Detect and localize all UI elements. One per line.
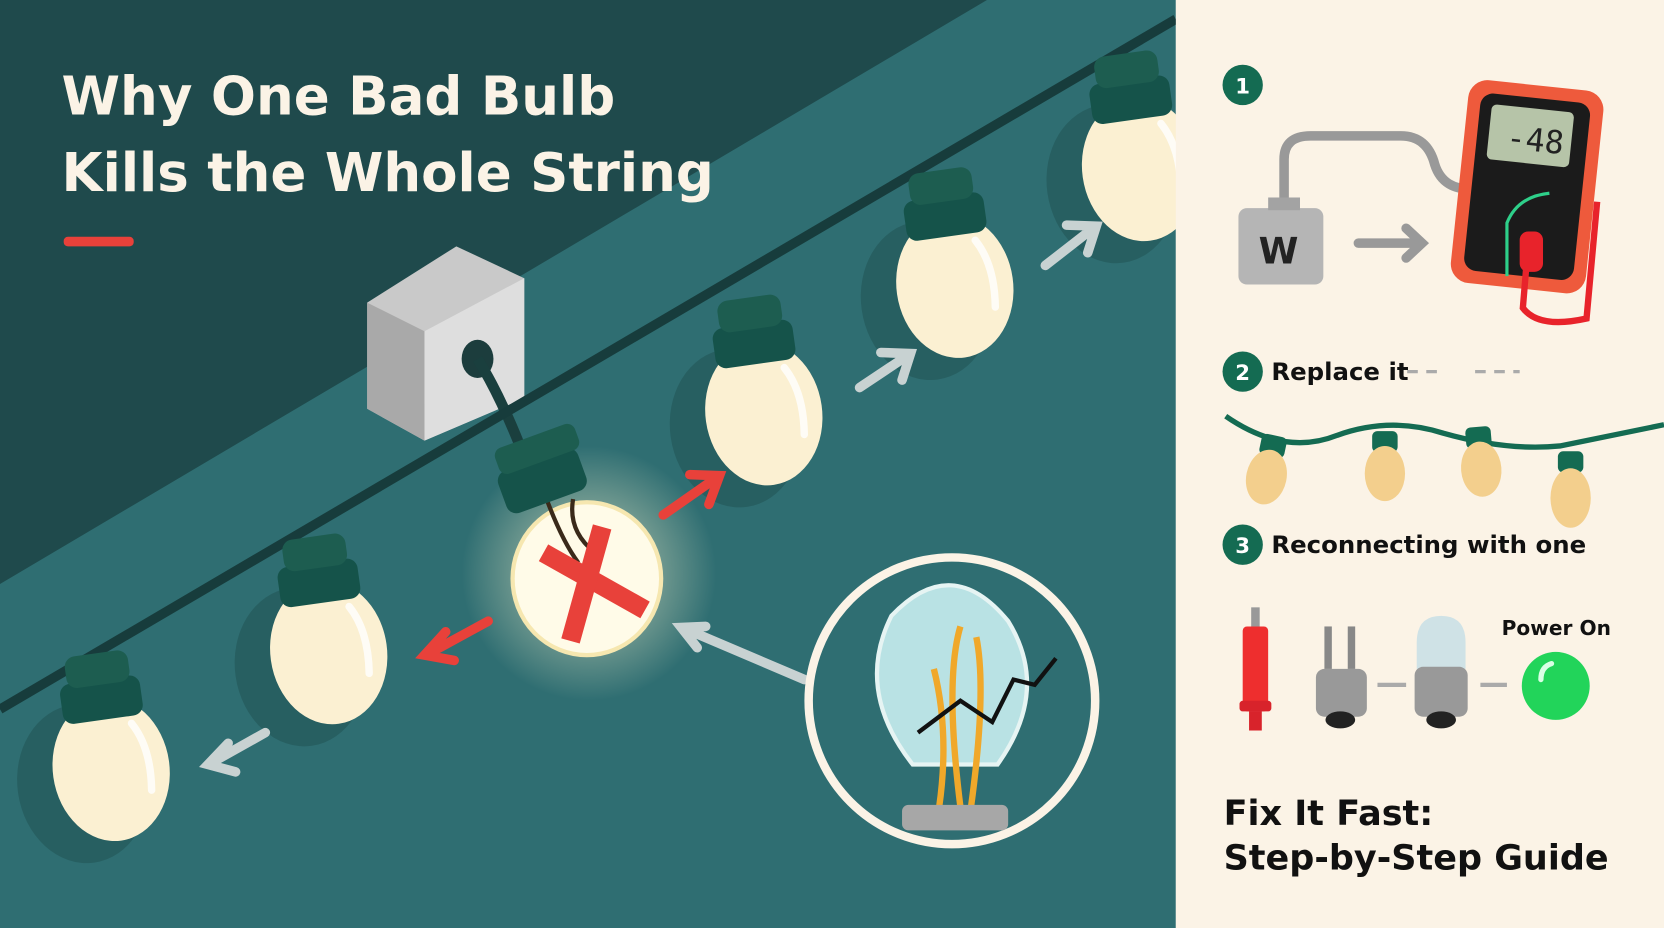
power-on-indicator — [1521, 651, 1590, 720]
tester-cable — [1279, 131, 1476, 208]
new-bulb-icon — [1414, 615, 1468, 729]
step-2-number: 2 — [1235, 361, 1250, 386]
step-3-label: Reconnecting with one — [1271, 530, 1586, 559]
guide-title-line-1: Fix It Fast: — [1224, 793, 1434, 834]
mini-bulbs — [1245, 426, 1591, 528]
step-1-badge — [1222, 64, 1263, 106]
probe-icon — [1239, 607, 1272, 731]
title-line-2: Kills the Whole String — [62, 142, 714, 204]
multimeter: -48 — [1450, 80, 1604, 326]
cracked-bulb-closeup — [804, 553, 1100, 849]
step-3-number: 3 — [1235, 534, 1250, 559]
arrow-right-icon — [1353, 223, 1430, 263]
svg-text:W: W — [1259, 230, 1299, 272]
power-cord — [473, 356, 525, 448]
step-2-label: Replace it — [1271, 357, 1408, 386]
bulb-socket-icon — [1315, 626, 1367, 729]
x-mark-icon — [538, 524, 650, 644]
guide-title-line-2: Step-by-Step Guide — [1224, 838, 1609, 879]
step-2-badge — [1222, 351, 1263, 392]
light-string-wire — [0, 14, 1179, 714]
step-3-badge — [1222, 524, 1263, 565]
gray-arrow-icon — [199, 220, 1103, 777]
mini-light-string — [1224, 414, 1664, 450]
step-1-number: 1 — [1235, 74, 1250, 99]
broken-bulb — [461, 423, 717, 701]
red-arrow-icon — [415, 469, 727, 666]
title-underline — [63, 236, 134, 247]
title-line-1: Why One Bad Bulb — [62, 66, 616, 128]
plug-icon: W — [1238, 197, 1324, 285]
multimeter-reading: -48 — [1505, 118, 1566, 162]
power-on-label: Power On — [1502, 616, 1611, 640]
outlet-box — [367, 246, 525, 441]
